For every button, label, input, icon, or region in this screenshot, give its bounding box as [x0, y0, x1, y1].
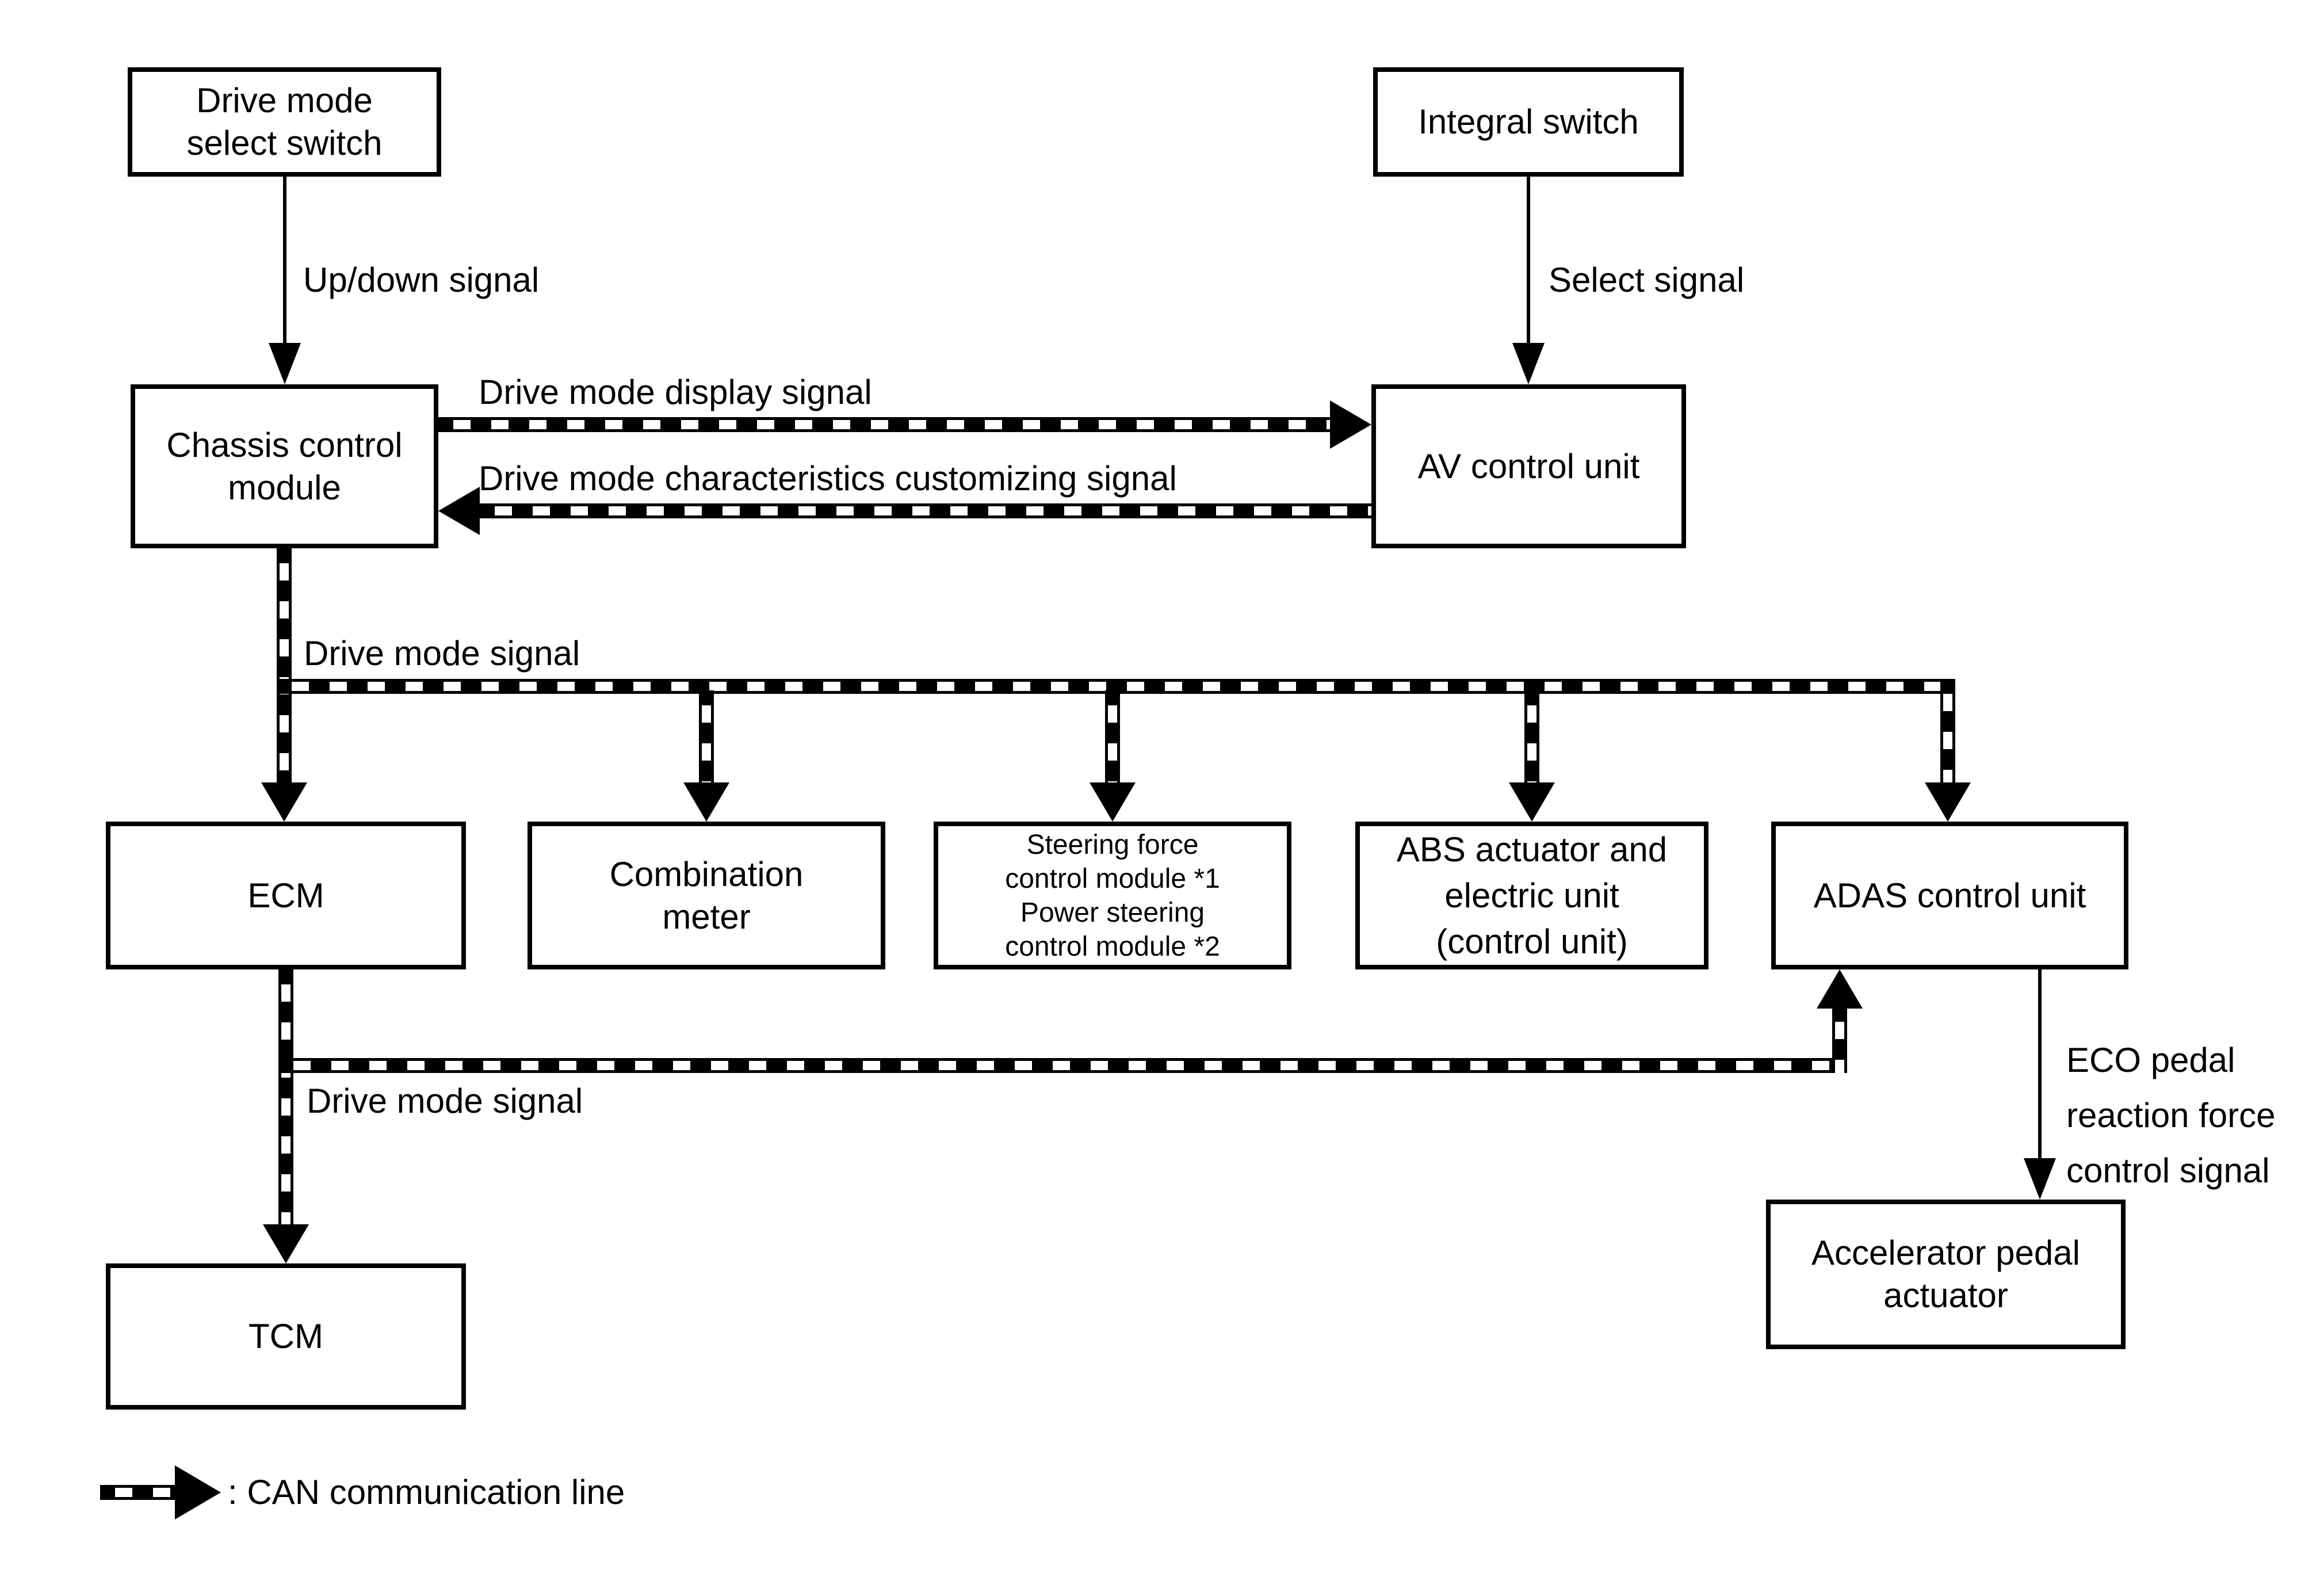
select-signal-line: [1527, 177, 1530, 345]
eco-pedal-signal-arrowhead-icon: [2024, 1158, 2056, 1200]
box-label: TCM: [249, 1317, 323, 1355]
can-branch-combination-meter: [699, 690, 714, 784]
box-ecm: ECM: [106, 822, 466, 969]
can-line-ecm-to-adas: [278, 1058, 1847, 1073]
box-chassis-control-module: Chassis control module: [131, 384, 438, 548]
box-label: AV control unit: [1417, 446, 1640, 486]
can-arrowhead-into-combination-meter-icon: [683, 782, 729, 822]
box-label: Power steering: [1020, 897, 1205, 928]
legend-can-arrowhead-icon: [175, 1465, 221, 1519]
up-down-signal-arrowhead-icon: [269, 343, 301, 384]
can-line-drive-mode-bus: [277, 679, 1955, 694]
box-label: actuator: [1883, 1276, 2008, 1315]
can-line-display-signal: [438, 417, 1330, 432]
box-adas-control-unit: ADAS control unit: [1771, 822, 2128, 969]
box-steering-modules: Steering force control module *1 Power s…: [934, 822, 1291, 969]
label-drive-mode-display-signal: Drive mode display signal: [479, 373, 872, 411]
can-arrowhead-into-steering-icon: [1090, 782, 1136, 822]
box-label: Combination: [609, 854, 804, 893]
box-label: electric unit: [1444, 876, 1619, 915]
eco-pedal-signal-line: [2038, 969, 2042, 1160]
can-arrowhead-into-ecm-icon: [261, 782, 307, 822]
label-drive-mode-signal-ecm-tcm: Drive mode signal: [307, 1082, 583, 1120]
legend-can-label: : CAN communication line: [228, 1473, 625, 1511]
can-line-ecm-to-tcm: [278, 969, 293, 1224]
box-label: Steering force: [1026, 829, 1199, 860]
label-drive-mode-signal-bus: Drive mode signal: [304, 634, 580, 673]
box-label: ECM: [247, 876, 324, 915]
up-down-signal-line: [283, 177, 286, 345]
label-drive-mode-characteristics-signal: Drive mode characteristics customizing s…: [479, 459, 1177, 498]
can-line-up-into-adas: [1832, 1007, 1847, 1073]
select-signal-arrowhead-icon: [1512, 343, 1545, 384]
can-arrowhead-into-av-icon: [1330, 400, 1371, 449]
label-line: control signal: [2066, 1151, 2270, 1190]
label-line: ECO pedal: [2066, 1041, 2235, 1079]
label-select-signal: Select signal: [1549, 261, 1745, 299]
box-label: control module *2: [1005, 931, 1220, 962]
can-arrowhead-into-abs-icon: [1509, 782, 1555, 822]
box-integral-switch: Integral switch: [1373, 67, 1684, 177]
can-arrowhead-into-chassis-icon: [438, 487, 480, 535]
box-label: module: [228, 468, 341, 507]
box-combination-meter: Combination meter: [528, 822, 885, 969]
label-up-down-signal: Up/down signal: [303, 261, 540, 299]
legend-can-line-sample: [100, 1485, 175, 1500]
box-label: Integral switch: [1418, 102, 1639, 141]
can-branch-adas: [1940, 679, 1955, 784]
can-line-chassis-to-ecm: [277, 548, 292, 784]
can-arrowhead-into-adas-icon: [1925, 782, 1971, 822]
box-label: (control unit): [1436, 922, 1628, 961]
label-eco-pedal-signal: ECO pedal reaction force control signal: [2066, 1033, 2276, 1198]
box-label: Accelerator pedal: [1811, 1234, 2080, 1272]
can-branch-abs: [1524, 690, 1539, 784]
box-accelerator-pedal-actuator: Accelerator pedal actuator: [1766, 1200, 2126, 1349]
box-label: Drive mode: [196, 81, 373, 120]
box-label: select switch: [186, 124, 383, 162]
box-label: control module *1: [1005, 863, 1220, 894]
box-drive-mode-select-switch: Drive mode select switch: [128, 67, 441, 177]
box-abs-actuator: ABS actuator and electric unit (control …: [1355, 822, 1708, 969]
box-label: Chassis control: [166, 425, 403, 464]
box-av-control-unit: AV control unit: [1371, 384, 1686, 548]
can-arrowhead-into-tcm-icon: [263, 1224, 309, 1263]
box-label: ADAS control unit: [1813, 876, 2086, 915]
can-line-customizing-signal: [480, 503, 1371, 518]
box-label: meter: [662, 897, 751, 936]
box-label: ABS actuator and: [1396, 830, 1668, 869]
box-tcm: TCM: [106, 1263, 466, 1410]
can-branch-steering: [1105, 690, 1120, 784]
label-line: reaction force: [2066, 1096, 2276, 1135]
can-arrowhead-up-into-adas-icon: [1817, 969, 1863, 1009]
